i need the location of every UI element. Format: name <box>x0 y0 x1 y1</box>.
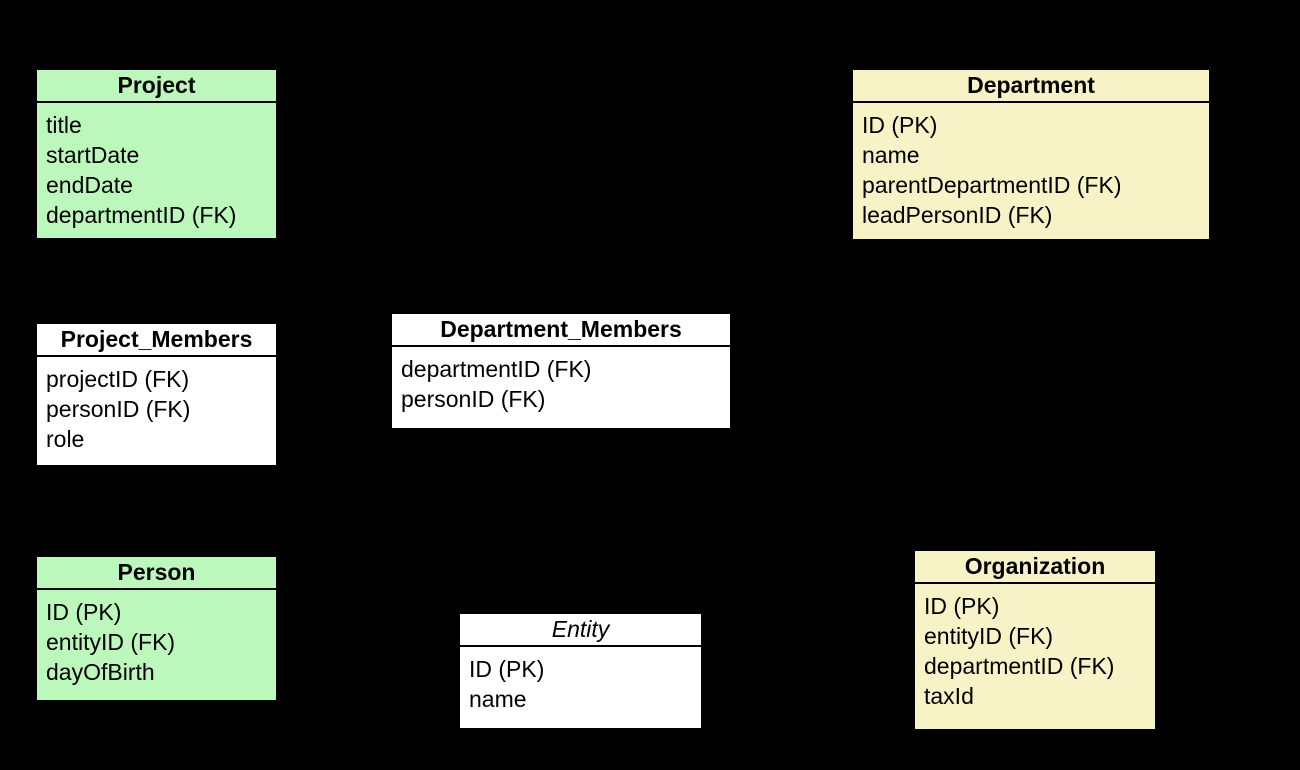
entity-title-department-members: Department_Members <box>392 314 730 347</box>
attribute-row: name <box>862 142 920 168</box>
attribute-row: title <box>46 112 82 138</box>
entity-box-department: Department ID (PK) name parentDepartment… <box>851 68 1211 241</box>
entity-box-project-members: Project_Members projectID (FK) personID … <box>35 322 278 467</box>
entity-attributes-organization: ID (PK) entityID (FK) departmentID (FK) … <box>915 584 1155 711</box>
attribute-row: departmentID (FK) <box>924 653 1115 679</box>
entity-attributes-project-members: projectID (FK) personID (FK) role <box>37 357 276 454</box>
attribute-row: taxId <box>924 683 974 709</box>
attribute-row: role <box>46 426 85 452</box>
entity-box-entity: Entity ID (PK) name <box>458 612 703 730</box>
attribute-row: projectID (FK) <box>46 366 190 392</box>
entity-title-project-members: Project_Members <box>37 324 276 357</box>
attribute-row: personID (FK) <box>46 396 191 422</box>
attribute-row: departmentID (FK) <box>46 202 237 228</box>
attribute-row: personID (FK) <box>401 386 546 412</box>
entity-box-person: Person ID (PK) entityID (FK) dayOfBirth <box>35 555 278 702</box>
entity-title-organization: Organization <box>915 551 1155 584</box>
attribute-row: name <box>469 686 527 712</box>
attribute-row: ID (PK) <box>46 599 122 625</box>
attribute-row: dayOfBirth <box>46 659 155 685</box>
entity-title-project: Project <box>37 70 276 103</box>
attribute-row: startDate <box>46 142 140 168</box>
entity-attributes-person: ID (PK) entityID (FK) dayOfBirth <box>37 590 276 687</box>
attribute-row: ID (PK) <box>862 112 938 138</box>
entity-attributes-department-members: departmentID (FK) personID (FK) <box>392 347 730 414</box>
entity-box-department-members: Department_Members departmentID (FK) per… <box>390 312 732 430</box>
attribute-row: ID (PK) <box>924 593 1000 619</box>
entity-attributes-entity: ID (PK) name <box>460 647 701 714</box>
attribute-row: leadPersonID (FK) <box>862 202 1053 228</box>
attribute-row: entityID (FK) <box>46 629 176 655</box>
attribute-row: parentDepartmentID (FK) <box>862 172 1122 198</box>
entity-attributes-project: title startDate endDate departmentID (FK… <box>37 103 276 230</box>
attribute-row: ID (PK) <box>469 656 545 682</box>
entity-title-entity: Entity <box>460 614 701 647</box>
entity-box-organization: Organization ID (PK) entityID (FK) depar… <box>913 549 1157 731</box>
attribute-row: entityID (FK) <box>924 623 1054 649</box>
entity-title-person: Person <box>37 557 276 590</box>
entity-title-department: Department <box>853 70 1209 103</box>
entity-attributes-department: ID (PK) name parentDepartmentID (FK) lea… <box>853 103 1209 230</box>
entity-box-project: Project title startDate endDate departme… <box>35 68 278 240</box>
attribute-row: endDate <box>46 172 133 198</box>
attribute-row: departmentID (FK) <box>401 356 592 382</box>
